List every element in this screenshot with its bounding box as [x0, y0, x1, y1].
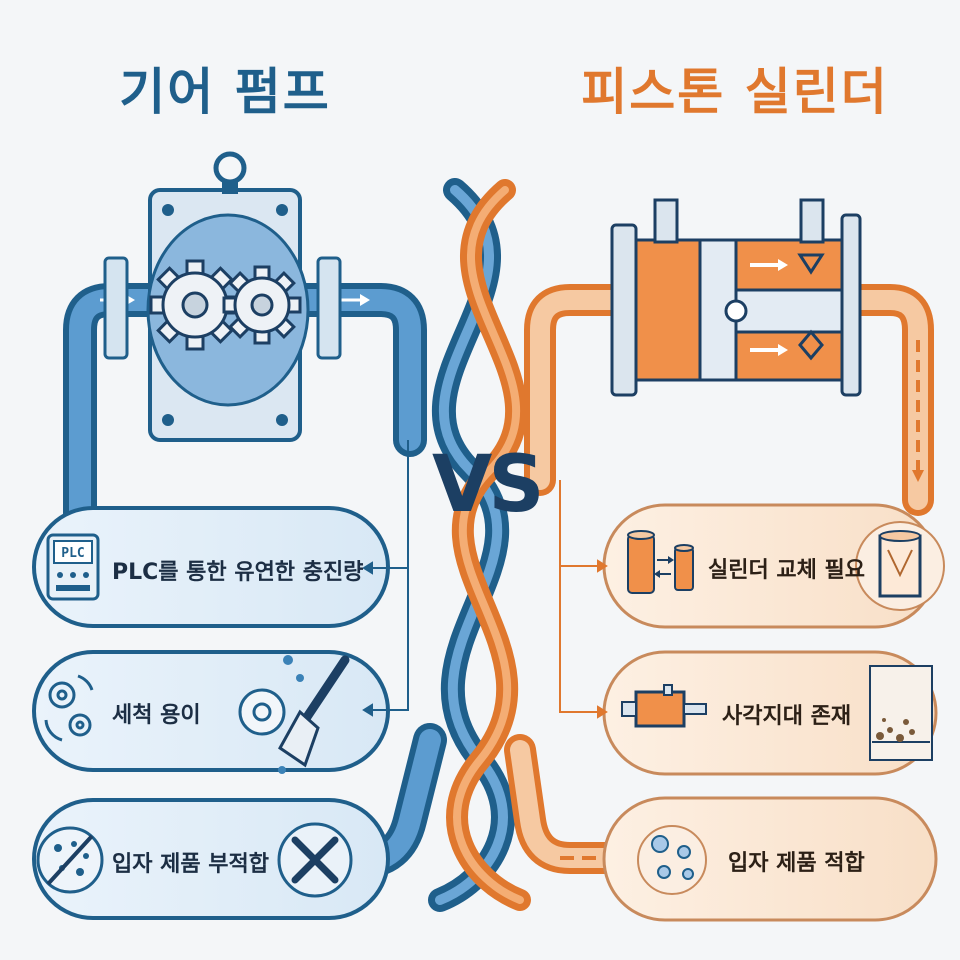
gear-pump-feature-cleaning: 세척 용이 — [112, 703, 201, 728]
plc-panel-icon: PLC — [46, 533, 100, 601]
cylinder-swap-icon — [627, 530, 694, 594]
right-pipe — [504, 284, 934, 874]
gear-pump-feature-plc: PLC를 통한 유연한 충진량 — [112, 560, 364, 585]
piston-cylinder-illustration — [610, 198, 862, 397]
x-mark-icon — [277, 822, 353, 898]
right-connector-arrows — [559, 480, 608, 719]
particles-slash-icon — [36, 826, 104, 894]
piston-feature-particles: 입자 제품 적합 — [728, 851, 865, 876]
gear-pump-illustration — [103, 151, 342, 442]
vs-label: VS — [432, 440, 545, 530]
cylinder-funnel-icon — [855, 521, 945, 611]
piston-cylinder-icon — [621, 684, 707, 728]
gear-right — [222, 265, 302, 345]
plc-screen-text: PLC — [61, 546, 84, 561]
gears-cycle-icon — [44, 674, 94, 742]
gear-pump-title: 기어 펌프 — [119, 63, 331, 121]
gear-left — [149, 259, 241, 351]
center-twist — [428, 178, 531, 912]
particles-icon — [637, 825, 707, 895]
piston-feature-cylinder-swap: 실린더 교체 필요 — [708, 558, 865, 583]
piston-feature-dead-zone: 사각지대 존재 — [722, 704, 852, 729]
piston-cylinder-title: 피스톤 실린더 — [581, 63, 889, 121]
dead-zone-residue-icon — [869, 665, 933, 761]
gear-pump-feature-particles: 입자 제품 부적합 — [112, 852, 269, 877]
gear-brush-icon — [238, 655, 350, 774]
left-connector-arrows — [362, 440, 409, 717]
